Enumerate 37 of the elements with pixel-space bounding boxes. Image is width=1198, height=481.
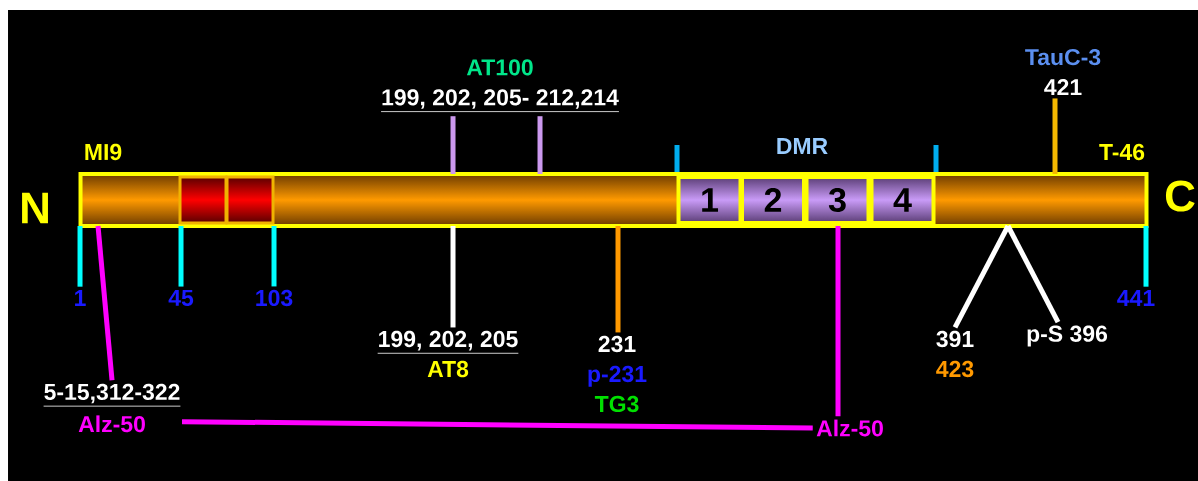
domain-segment	[225, 175, 275, 225]
epitope-label: 231 p-231 TG3	[588, 335, 647, 413]
repeat-domain: 1	[676, 175, 743, 225]
epitope-label: 199, 202, 205 AT8	[377, 330, 519, 378]
domain-segment	[178, 175, 228, 225]
leader-line	[77, 226, 83, 287]
leader-line	[271, 226, 277, 287]
leader-line	[1005, 224, 1061, 324]
leader-line	[615, 226, 621, 333]
residue-number: 103	[256, 289, 293, 307]
repeat-domain: 4	[869, 175, 936, 225]
leader-line	[835, 226, 841, 417]
residue-number: 441	[1117, 290, 1155, 306]
epitope-label: 5-15,312-322 Alz-50	[43, 383, 181, 433]
terminus-letter: C	[1165, 180, 1195, 212]
epitope-label: p-S 396	[1027, 325, 1108, 347]
epitope-label: AT100 199, 202, 205- 212,214	[380, 59, 620, 112]
leader-line	[952, 224, 1011, 329]
epitope-label: 391 423	[936, 330, 974, 378]
region-label: T-46	[1099, 143, 1145, 161]
terminus-letter: N	[22, 192, 48, 224]
epitope-label: Alz-50	[816, 419, 883, 437]
epitope-label: TauC-3 421	[1025, 48, 1101, 96]
residue-number: 45	[168, 290, 194, 306]
leader-line	[537, 116, 543, 174]
region-label: DMR	[777, 138, 828, 154]
leader-line	[450, 116, 456, 174]
repeat-domain: 3	[804, 175, 871, 225]
leader-line	[450, 226, 456, 328]
residue-number: 1	[75, 290, 86, 306]
repeat-domain: 2	[740, 175, 806, 225]
leader-line	[178, 226, 184, 287]
leader-line	[95, 225, 115, 381]
leader-line	[1052, 98, 1058, 174]
region-label: MI9	[85, 143, 122, 161]
leader-line	[1143, 226, 1149, 287]
leader-line	[182, 419, 813, 431]
